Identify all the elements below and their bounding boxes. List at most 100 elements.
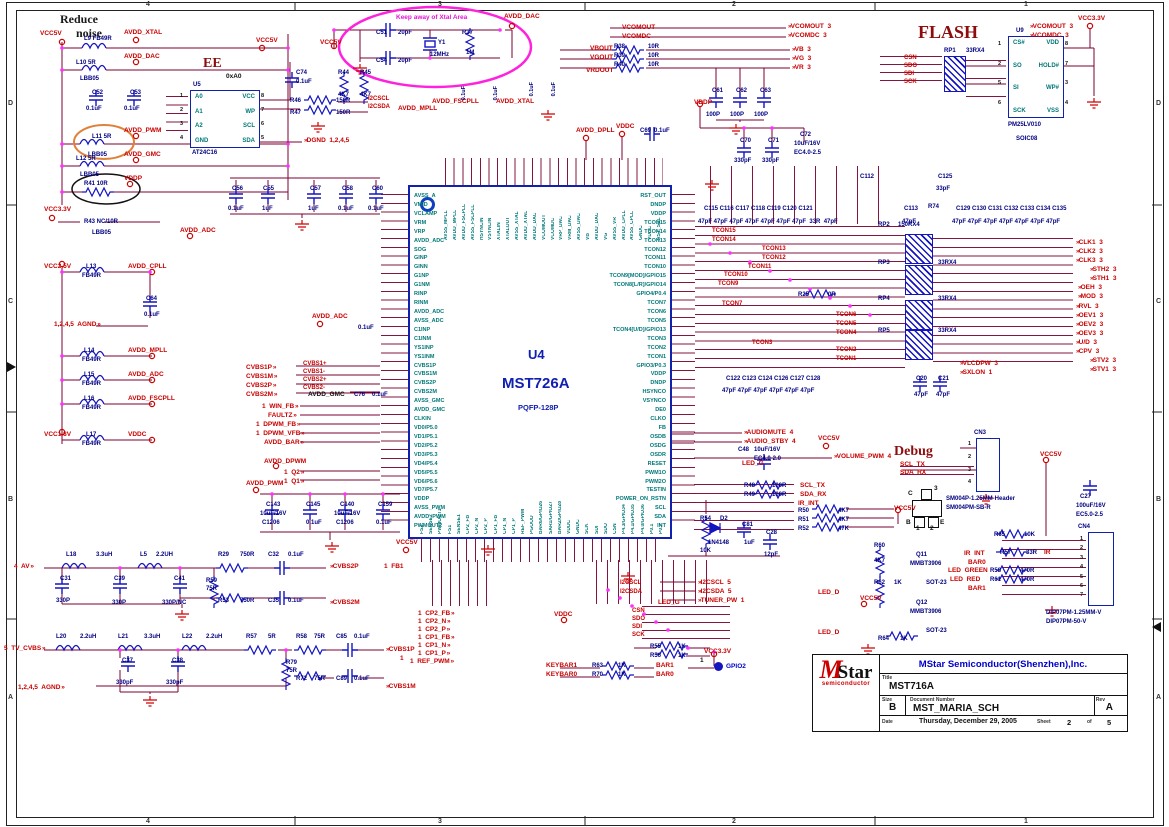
net-label: L5 xyxy=(140,552,148,558)
pin-name: VSYNCIN xyxy=(488,217,494,240)
net-label: R43 NC/10R xyxy=(84,219,119,225)
net-label: 1K xyxy=(678,644,686,650)
net-label: LED RED xyxy=(950,576,981,583)
connector-cn3 xyxy=(976,438,1000,492)
crystal-symbol xyxy=(423,37,437,51)
pin-name: VDDC xyxy=(567,519,572,534)
junction-dot xyxy=(308,492,312,496)
net-label: AVDD_GMC xyxy=(124,151,161,158)
net-label: I2CSCL xyxy=(368,96,390,102)
pin-name: TCON11 xyxy=(644,255,666,262)
pin-name: VD5/P5.5 xyxy=(414,469,438,476)
net-label: C55 xyxy=(263,186,275,192)
net-label: AVDD_DAC xyxy=(504,13,540,20)
pin-name: VD3/P5.3 xyxy=(414,451,438,458)
net-label: L14 xyxy=(84,348,95,354)
size-value: B xyxy=(889,702,897,713)
pin-name: 3 xyxy=(1065,80,1069,86)
resistor-icon xyxy=(359,71,369,105)
capacitor-icon xyxy=(764,141,780,159)
pin-name: PWMOUT2 xyxy=(414,523,443,530)
offpage-connector: SXLON 1 xyxy=(960,369,993,377)
pin-name: TESTIN xyxy=(646,487,666,494)
net-label: R79 xyxy=(286,660,298,666)
net-label: 10R xyxy=(648,44,660,50)
pin-name: GNDC xyxy=(576,519,582,534)
ground-icon xyxy=(860,643,876,655)
resistor-pack-rp1 xyxy=(944,56,966,92)
pin-name: AVDD_MPLL xyxy=(452,209,458,240)
pin-name: VD4/P5.4 xyxy=(414,460,438,467)
net-label: 750R xyxy=(240,598,255,604)
pin-name: XTALOUT xyxy=(506,216,512,240)
junction-dot xyxy=(60,164,64,168)
net-label: 10K xyxy=(700,548,712,554)
net-label: LED_D xyxy=(818,629,840,636)
pin-name: VDDP xyxy=(650,210,666,217)
pin-name: 4 xyxy=(1065,99,1069,106)
vcc-icon xyxy=(132,36,140,44)
pin-name: 8 xyxy=(261,93,265,99)
ground-icon xyxy=(480,544,496,556)
offpage-connector: AUDIOMUTE 4 xyxy=(744,429,794,437)
net-label: R62 xyxy=(874,580,886,586)
net-label: BAR0 xyxy=(968,559,986,566)
net-label: 47pF 47pF 47pF 47pF 47pF 47pF 47pF xyxy=(952,219,1061,225)
net-label: 1K xyxy=(894,580,902,586)
offpage-connector: RVL 3 xyxy=(1076,303,1099,311)
wire-bundle xyxy=(668,194,695,528)
net-label: PM25LV010 xyxy=(1008,122,1041,128)
pin1-marker-icon xyxy=(420,197,435,212)
offpage-connector: CPV 3 xyxy=(1076,348,1100,356)
net-label: C125 xyxy=(938,174,953,180)
pin-name: CS# xyxy=(1013,40,1025,46)
net-label: R53 xyxy=(218,598,230,604)
net-label: VCC5V xyxy=(40,30,62,37)
net-label: CN3 xyxy=(974,430,987,436)
offpage-connector: 1 Q2 xyxy=(284,469,303,477)
net-label: FB49R xyxy=(82,273,102,279)
net-label: LBB05 xyxy=(80,76,100,82)
net-label: TCON4 xyxy=(836,330,857,336)
pin-name: TCON8[L/R]/GPIO14 xyxy=(613,282,666,289)
net-label: TCON7 xyxy=(722,301,743,307)
doc-number-value: MST_MARIA_SCH xyxy=(913,703,1000,714)
offpage-connector: VLCDPW 3 xyxy=(960,360,998,368)
net-label: 2 xyxy=(732,1,736,8)
net-label: AVDD_PWM xyxy=(246,480,284,487)
net-label: IR INT xyxy=(964,550,985,557)
pin-name: SDO xyxy=(603,523,609,534)
offpage-connector: 1 CP2_P xyxy=(418,626,449,634)
pin-name: P0.2 xyxy=(658,523,664,534)
net-label: 100P xyxy=(730,112,745,118)
pin-name: SAR1/GPIO27 xyxy=(548,501,554,534)
connector-cn4 xyxy=(1088,532,1114,606)
offpage-connector: U/D 3 xyxy=(1076,339,1097,347)
vcc-icon xyxy=(48,214,56,222)
resistor-icon xyxy=(293,645,327,655)
pin-name: VD1/P5.1 xyxy=(414,433,438,440)
vcc-icon xyxy=(822,442,830,450)
net-label: VGOUT xyxy=(590,54,614,61)
pin-name: VDDP xyxy=(414,496,430,503)
net-label: 75R xyxy=(206,586,218,592)
offpage-connector: 1 CP1_FB xyxy=(418,634,454,642)
pin-name: 2 xyxy=(968,453,972,460)
ground-icon xyxy=(1086,97,1102,109)
net-label: 47K xyxy=(838,526,850,532)
net-label: 0.1uF xyxy=(461,86,467,101)
net-label: 1N4148 xyxy=(708,540,730,546)
pin-name: TCON6 xyxy=(647,308,666,315)
net-label: C53 xyxy=(130,90,142,96)
net-label: C37 xyxy=(122,658,134,664)
pin-name: AVDD_CPLL xyxy=(621,210,627,240)
net-label: 100P xyxy=(754,112,769,118)
net-label: FB49R xyxy=(82,405,102,411)
resistor-icon xyxy=(243,645,277,655)
pin-name: AVSS_PWM xyxy=(414,505,446,512)
pin-name: CP1_P xyxy=(511,518,517,534)
net-label: LED_D xyxy=(818,589,840,596)
offpage-connector: VR 3 xyxy=(792,64,811,72)
net-label: RP5 xyxy=(878,328,890,334)
